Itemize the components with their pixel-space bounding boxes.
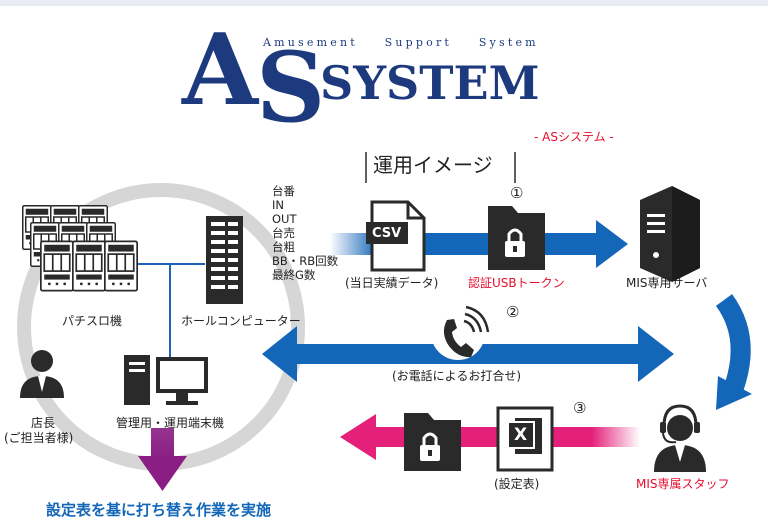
network-lines <box>135 263 205 360</box>
step3-number: ③ <box>573 399 587 417</box>
csv-file-label: CSV <box>372 226 402 241</box>
hall-computer-icon <box>206 216 243 304</box>
data-item: OUT <box>272 212 297 226</box>
header-band <box>0 0 768 6</box>
excel-file-label: X <box>514 425 528 445</box>
excel-file-icon <box>496 406 554 472</box>
staff-headset-icon <box>654 404 706 472</box>
terminal-label: 管理用・運用端末機 <box>116 416 225 430</box>
usb-token-label: 認証USBトークン <box>468 276 565 290</box>
step1-caption: (当日実績データ) <box>345 276 439 290</box>
logo-subtitle: - ASシステム - <box>534 130 614 144</box>
diagram-title: 運用イメージ <box>373 153 493 177</box>
data-item: 台番 <box>272 184 295 198</box>
server-label: MIS専用サーバ <box>626 276 708 290</box>
manager-icon <box>20 350 64 398</box>
pachislot-label: パチスロ機 <box>62 314 123 328</box>
logo-letter-s: S <box>256 31 326 144</box>
flow-arrow-3 <box>340 414 640 460</box>
data-item: 最終G数 <box>272 268 316 282</box>
manager-label-line1: 店長 <box>31 416 56 430</box>
title-brackets <box>365 152 516 183</box>
data-item: BB・RB回数 <box>272 254 339 268</box>
hall-computer-label: ホールコンピューター <box>181 314 301 328</box>
data-item: 台粗 <box>272 240 295 254</box>
manager-label-line2: (ご担当者様) <box>4 431 74 445</box>
step2-caption: (お電話によるお打合せ) <box>392 369 522 383</box>
logo-tagline: Amusement Support System <box>263 36 539 49</box>
step1-number: ① <box>510 184 524 202</box>
purple-down-arrow <box>138 428 187 491</box>
staff-label: MIS専属スタッフ <box>636 477 730 491</box>
step3-caption: (設定表) <box>494 477 540 491</box>
footer-text: 設定表を基に打ち替え作業を実施 <box>46 501 272 519</box>
phone-icon <box>443 305 490 358</box>
usb-token-icon <box>488 206 545 270</box>
step2-number: ② <box>506 303 520 321</box>
logo-letter-a: A <box>182 13 259 128</box>
data-item: IN <box>272 198 284 212</box>
data-item: 台売 <box>272 226 295 240</box>
csv-file-icon <box>366 200 426 272</box>
logo-word: SYSTEM <box>320 56 540 110</box>
server-icon <box>640 186 700 282</box>
settings-folder-icon <box>404 413 461 471</box>
terminal-pc-icon <box>124 355 208 405</box>
curved-arrow <box>715 294 752 410</box>
